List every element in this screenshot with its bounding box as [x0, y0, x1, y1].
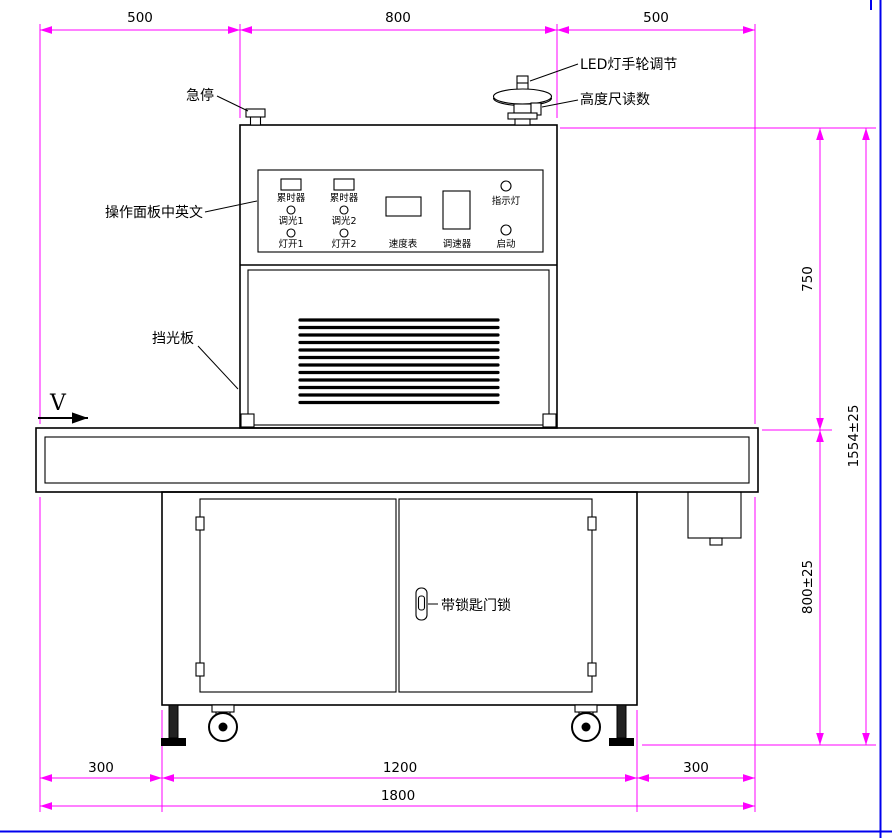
leveling-foot-left [161, 704, 186, 746]
dim-right-total: 1554±25 [846, 405, 862, 468]
indicator-light [500, 180, 512, 192]
leader-light-shield [197, 345, 239, 390]
label-emergency-stop: 急停 [186, 87, 214, 104]
door-left [199, 498, 397, 693]
emergency-stop-button [245, 108, 266, 126]
dimmer2-knob [339, 205, 349, 215]
dim-extension-lines [39, 24, 876, 812]
shield-tab-left [240, 413, 255, 428]
control-panel-plate [257, 169, 544, 253]
dimension-layer: 500 800 500 750 800±25 1554±25 300 1200 … [39, 10, 876, 812]
speed-governor-label: 调速器 [443, 239, 472, 250]
hinge-left-bottom [195, 662, 205, 677]
caster-left-mount [211, 704, 235, 713]
foot-left-plate [161, 738, 186, 746]
timer2-display [333, 178, 355, 191]
label-operation-panel: 操作面板中英文 [105, 204, 203, 221]
label-door-lock: 带锁匙门锁 [441, 598, 511, 614]
conveyor-belt [44, 436, 750, 484]
dim-bottom-left: 300 [88, 760, 114, 776]
leader-emergency-stop [216, 95, 249, 112]
indicator-label: 指示灯 [492, 195, 521, 207]
hinge-right-bottom [587, 662, 597, 677]
dimmer2-label: 调光2 [331, 215, 356, 227]
hinge-right-top [587, 516, 597, 531]
handwheel-hub [513, 103, 532, 114]
dim-bottom-center: 1200 [383, 760, 417, 776]
dimmer1-knob [286, 205, 296, 215]
label-height-scale: 高度尺读数 [580, 91, 650, 108]
leader-operation-panel [204, 200, 258, 213]
speed-meter-label: 速度表 [389, 238, 418, 250]
cabinet [161, 491, 638, 706]
electrical-box-tab [709, 537, 723, 546]
dim-bottom-total: 1800 [381, 788, 415, 804]
door-right [398, 498, 593, 693]
label-direction-v: V [49, 391, 67, 416]
foot-right-plate [609, 738, 634, 746]
handwheel-wheel [492, 88, 553, 105]
louver-slats [298, 318, 500, 405]
timer2-label: 累时器 [330, 192, 359, 204]
dim-right-upper: 750 [800, 266, 816, 292]
dim-bottom-right2: 300 [683, 760, 709, 776]
timer1-display [280, 178, 302, 191]
timer1-label: 累时器 [277, 192, 306, 204]
label-light-shield: 挡光板 [152, 331, 194, 347]
lamp1-label: 灯开1 [278, 239, 303, 250]
handwheel-base [507, 112, 538, 120]
leader-height-scale [541, 99, 579, 108]
start-button [500, 224, 512, 236]
dim-top-right: 500 [643, 10, 669, 26]
conveyor-outer [35, 427, 759, 493]
leader-led-handwheel [529, 63, 579, 82]
dimmer1-label: 调光1 [278, 215, 303, 227]
lamp2-switch [339, 228, 349, 238]
label-led-handwheel: LED灯手轮调节 [580, 57, 677, 73]
door-handle-slot [417, 595, 426, 611]
lamp1-switch [286, 228, 296, 238]
electrical-box [687, 491, 742, 539]
caster-right [571, 704, 601, 742]
dim-right-lower: 800±25 [800, 560, 816, 614]
handwheel-stub [514, 118, 531, 126]
caster-right-mount [574, 704, 598, 713]
handwheel-assembly [492, 75, 553, 126]
dim-top-left: 500 [127, 10, 153, 26]
caster-left [208, 704, 238, 742]
dim-top-center: 800 [385, 10, 411, 26]
caster-right-hub [581, 722, 591, 732]
foot-right-stem [616, 704, 627, 739]
speed-meter-display [385, 196, 422, 217]
leveling-foot-right [609, 704, 634, 746]
hinge-left-top [195, 516, 205, 531]
foot-left-stem [168, 704, 179, 739]
door-handle [415, 587, 428, 621]
estop-cap [245, 108, 266, 118]
louver-housing [247, 269, 550, 426]
estop-stem [249, 116, 262, 126]
shield-tab-right [542, 413, 557, 428]
lamp2-label: 灯开2 [331, 239, 356, 250]
caster-left-hub [218, 722, 228, 732]
machine-body [35, 75, 759, 746]
control-panel: 累时器 累时器 调光1 调光2 灯开1 灯开2 速度表 调速器 指示灯 启动 [257, 169, 544, 253]
callout-layer: 急停 LED灯手轮调节 高度尺读数 操作面板中英文 挡光板 带锁匙门锁 V [38, 57, 677, 614]
start-label: 启动 [496, 238, 515, 250]
speed-governor-unit [442, 190, 471, 230]
